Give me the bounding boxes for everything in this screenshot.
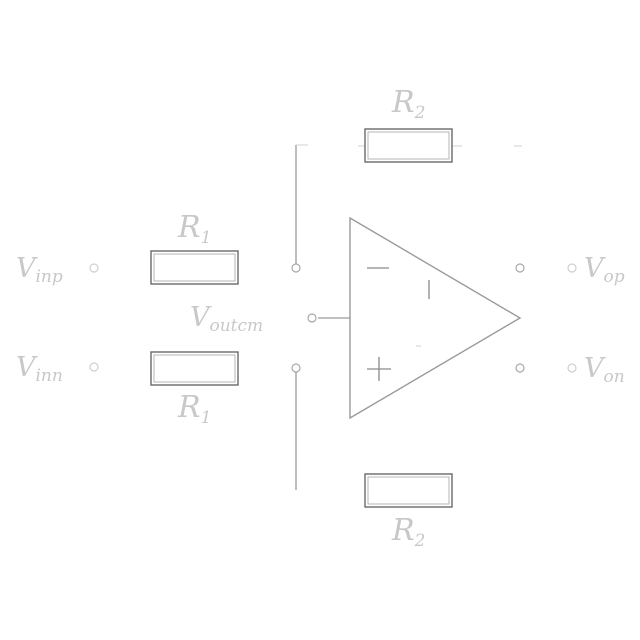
node-vin-n	[89, 362, 99, 372]
opamp-symbol	[349, 216, 522, 420]
label-r2-top: R2	[391, 85, 425, 123]
node-opamp-out-plus	[515, 263, 525, 273]
resistor-r1-top	[150, 250, 239, 285]
node-vout-cm	[307, 313, 317, 323]
resistor-r1-bottom	[150, 351, 239, 386]
label-vin-p: Vinp	[16, 253, 63, 287]
label-vout-n: Von	[584, 353, 625, 387]
node-vout-p	[567, 263, 577, 273]
label-r2-bottom: R2	[391, 513, 425, 551]
node-vout-n	[567, 363, 577, 373]
resistor-r2-bottom	[364, 473, 453, 508]
label-vin-n: Vinn	[16, 352, 63, 386]
label-r1-top: R1	[177, 210, 211, 248]
label-vout-p: Vop	[584, 253, 625, 287]
label-r1-bottom: R1	[177, 390, 211, 428]
node-vin-p	[89, 263, 99, 273]
node-opamp-out-minus	[515, 363, 525, 373]
node-opamp-minus-input	[291, 263, 301, 273]
resistor-r2-top	[364, 128, 453, 163]
label-vout-cm: Voutcm	[190, 302, 263, 336]
node-opamp-plus-input	[291, 363, 301, 373]
